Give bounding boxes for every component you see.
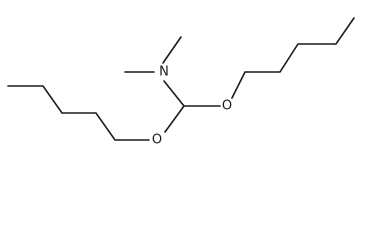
- bond-n-methyl-upper: [162, 36, 182, 64]
- bond-central-carbon-o-left: [164, 105, 185, 133]
- bond-n-central-carbon: [163, 80, 185, 107]
- atom-label-oxygen-right: O: [222, 99, 232, 114]
- molecule-structure: N O O: [7, 17, 355, 148]
- chain-left-pentyl: [7, 85, 150, 141]
- atom-label-nitrogen: N: [159, 65, 169, 80]
- atom-label-oxygen-left: O: [152, 133, 162, 148]
- chain-right-pentyl: [231, 17, 355, 99]
